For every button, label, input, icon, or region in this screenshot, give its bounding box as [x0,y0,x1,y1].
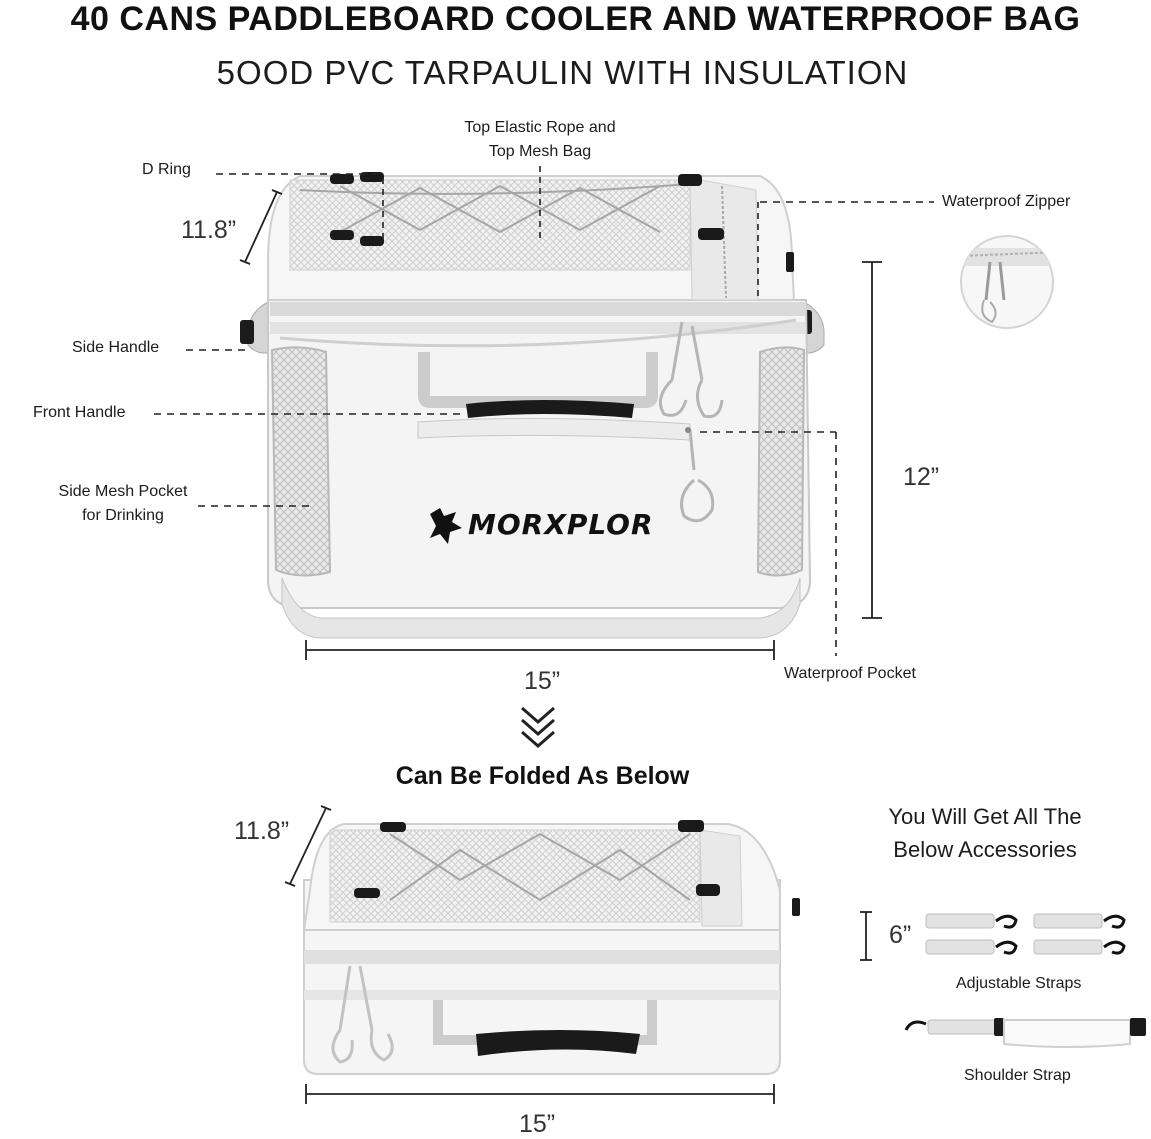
d-ring-3 [330,230,354,240]
strap-1 [925,913,1018,929]
fold-heading: Can Be Folded As Below [395,762,690,790]
callout-waterproof-pocket: Waterproof Pocket [784,665,916,682]
d-ring-4 [360,236,384,246]
strap-2 [1033,913,1126,929]
dimension-height: 12” [903,463,940,491]
page-subtitle: 5OOD PVC TARPAULIN WITH INSULATION [216,54,909,91]
adjustable-straps-image [925,913,1126,955]
strap-4 [1033,939,1126,955]
d-ring-5 [678,174,702,186]
page-title: 40 CANS PADDLEBOARD COOLER AND WATERPROO… [70,0,1081,38]
strap-3 [925,939,1018,955]
brand-logo-mark [430,508,462,544]
zipper-detail-circle [960,235,1054,329]
label-adjustable-straps: Adjustable Straps [956,975,1082,992]
folded-dimension-lines [284,805,872,1104]
callout-d-ring: D Ring [142,161,191,178]
callout-waterproof-zipper: Waterproof Zipper [942,193,1071,210]
cooler-folded [302,820,800,1075]
callout-side-handle: Side Handle [72,339,160,356]
dimension-depth-folded: 11.8” [234,817,290,845]
shoulder-strap-image [904,1018,1146,1048]
dimension-lines [239,189,882,660]
d-ring-6 [698,228,724,240]
front-handle-grip [466,400,634,418]
accessories-heading: You Will Get All The Below Accessories [888,804,1082,862]
dimension-width-folded: 15” [519,1110,556,1138]
brand-wordmark: MORXPLOR [468,508,654,541]
chevron-down-icon [521,706,555,748]
dimension-strap-length: 6” [889,921,912,949]
label-shoulder-strap: Shoulder Strap [964,1067,1071,1084]
d-ring-1 [330,174,354,184]
dimension-depth-top: 11.8” [181,216,237,244]
callout-front-handle: Front Handle [33,404,126,421]
dimension-width-top: 15” [524,667,561,695]
callout-lines [154,166,934,656]
cooler-main [240,172,825,639]
callout-top-rope: Top Elastic Rope and Top Mesh Bag [464,119,616,160]
side-handle-clip-left [240,320,254,344]
callout-side-mesh-pocket: Side Mesh Pocket for Drinking [58,483,188,524]
